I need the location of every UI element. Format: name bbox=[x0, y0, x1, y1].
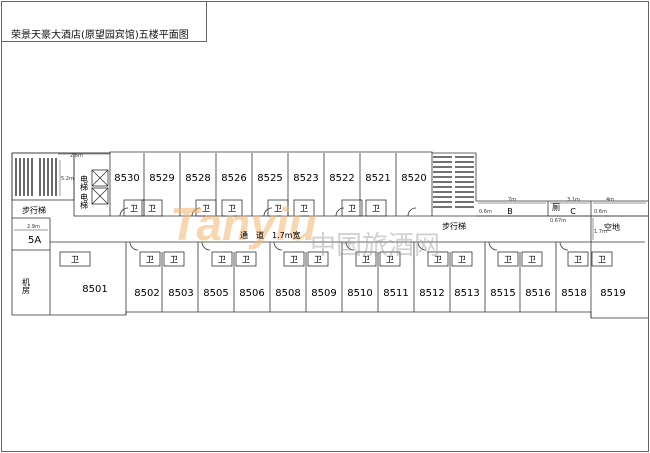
room-8515: 8515 bbox=[490, 288, 515, 299]
bathroom-label: 卫 bbox=[148, 204, 156, 213]
room-8502: 8502 bbox=[134, 288, 159, 299]
dim-5-2m: 5.2m bbox=[61, 176, 74, 182]
bathroom-label: 卫 bbox=[274, 204, 282, 213]
dim-7m: 7m bbox=[508, 197, 516, 203]
bathroom-label: 卫 bbox=[228, 204, 236, 213]
corridor-label: 通 道 1.7m宽 bbox=[240, 230, 301, 240]
room-8503: 8503 bbox=[168, 288, 193, 299]
bathroom-label: 卫 bbox=[290, 255, 298, 264]
room-8506: 8506 bbox=[239, 288, 264, 299]
room-8522: 8522 bbox=[329, 173, 354, 184]
elevator-label: 电梯 bbox=[80, 174, 89, 192]
room-8518: 8518 bbox=[561, 288, 586, 299]
bathroom-label: 卫 bbox=[300, 204, 308, 213]
bathroom-label: 卫 bbox=[504, 255, 512, 264]
room-b: B bbox=[507, 207, 513, 216]
room-8523: 8523 bbox=[293, 173, 318, 184]
room-8509: 8509 bbox=[311, 288, 336, 299]
bathroom-label: 卫 bbox=[170, 255, 178, 264]
machine-room-label: 机房 bbox=[22, 277, 31, 295]
bathroom-label: 卫 bbox=[242, 255, 250, 264]
dim-2-6m: 2.6m bbox=[70, 153, 83, 159]
watermark-brand: Tanyiu bbox=[170, 198, 317, 250]
room-8529: 8529 bbox=[149, 173, 174, 184]
stairs-left-label: 步行梯 bbox=[22, 205, 46, 215]
page-title: 荣景天豪大酒店(原望园宾馆)五楼平面图 bbox=[11, 30, 189, 41]
room-8505: 8505 bbox=[203, 288, 228, 299]
room-8525: 8525 bbox=[257, 173, 282, 184]
dim-4m: 4m bbox=[606, 197, 614, 203]
room-8521: 8521 bbox=[365, 173, 390, 184]
bathroom-label: 卫 bbox=[386, 255, 394, 264]
room-8511: 8511 bbox=[383, 288, 408, 299]
bathroom-label: 卫 bbox=[574, 255, 582, 264]
toilet-small-label: 厕 bbox=[552, 203, 560, 212]
room-8510: 8510 bbox=[347, 288, 372, 299]
room-8508: 8508 bbox=[275, 288, 300, 299]
dim-3-1m: 3.1m bbox=[567, 197, 580, 203]
dim-2-9m: 2.9m bbox=[27, 224, 40, 230]
bathroom-label: 卫 bbox=[71, 255, 79, 264]
bathroom-label: 卫 bbox=[218, 255, 226, 264]
empty-land-label: 空地 bbox=[604, 222, 620, 232]
elevator-label-2: 电梯 bbox=[80, 192, 89, 210]
room-8519: 8519 bbox=[600, 288, 625, 299]
title-box: 荣景天豪大酒店(原望园宾馆)五楼平面图 bbox=[1, 1, 207, 42]
room-8526: 8526 bbox=[221, 173, 246, 184]
bathroom-label: 卫 bbox=[314, 255, 322, 264]
stairs-right-label: 步行梯 bbox=[442, 221, 466, 231]
room-8501: 8501 bbox=[82, 284, 107, 295]
elevator-area bbox=[73, 152, 111, 217]
bathroom-label: 卫 bbox=[130, 204, 138, 213]
bathroom-label: 卫 bbox=[458, 255, 466, 264]
dim-1-7m: 1.7m bbox=[594, 229, 607, 235]
bathroom-label: 卫 bbox=[146, 255, 154, 264]
dim-0-67m: 0.67m bbox=[550, 218, 566, 224]
watermark-cn: 中国旅酒网 bbox=[310, 231, 440, 261]
bathroom-label: 卫 bbox=[598, 255, 606, 264]
bathroom-label: 卫 bbox=[434, 255, 442, 264]
bathroom-label: 卫 bbox=[528, 255, 536, 264]
bathroom-label: 卫 bbox=[372, 204, 380, 213]
dim-0-6m-left: 0.6m bbox=[479, 209, 492, 215]
room-8513: 8513 bbox=[454, 288, 479, 299]
room-c: C bbox=[570, 207, 576, 216]
bathroom-label: 卫 bbox=[348, 204, 356, 213]
room-8530: 8530 bbox=[114, 173, 139, 184]
room-5a: 5A bbox=[28, 235, 41, 246]
room-8512: 8512 bbox=[419, 288, 444, 299]
bathroom-label: 卫 bbox=[362, 255, 370, 264]
room-8528: 8528 bbox=[185, 173, 210, 184]
dim-0-6m-right: 0.6m bbox=[594, 209, 607, 215]
bathroom-label: 卫 bbox=[202, 204, 210, 213]
room-8516: 8516 bbox=[525, 288, 550, 299]
room-8520: 8520 bbox=[401, 173, 426, 184]
